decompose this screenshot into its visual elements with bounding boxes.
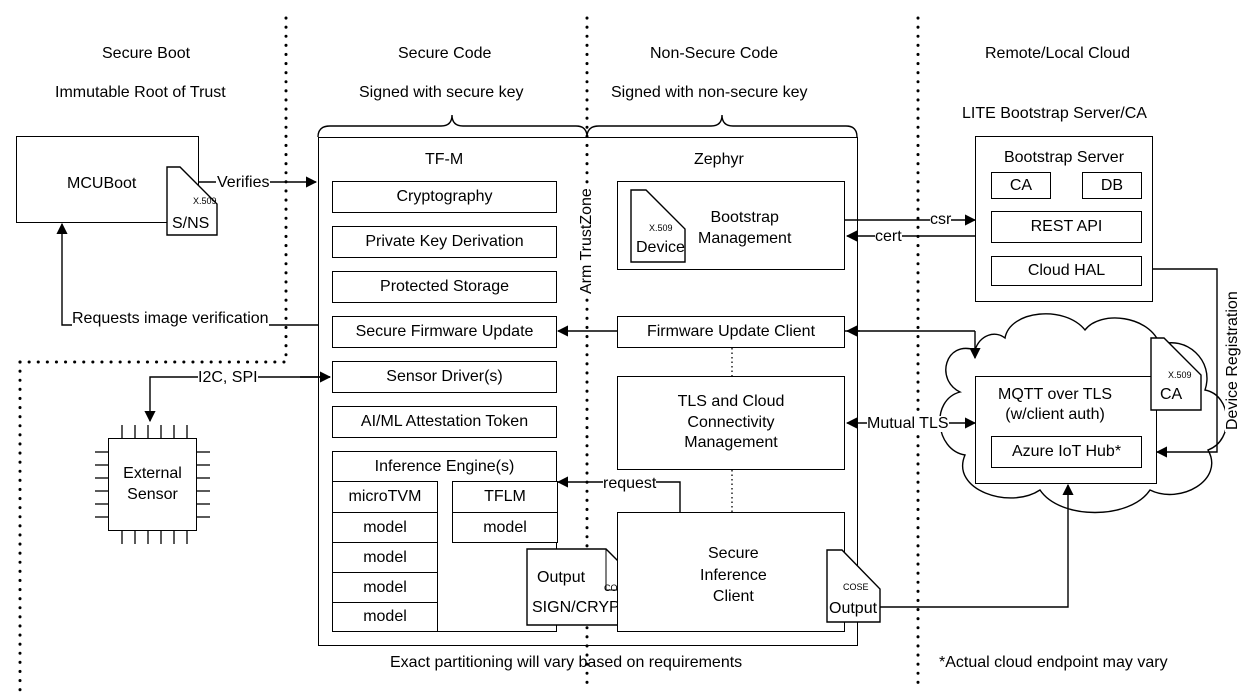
i2c-spi-label: I2C, SPI bbox=[198, 369, 258, 386]
requests-image-label: Requests image verification bbox=[72, 310, 269, 327]
mcuboot-cert-badge: X.509 bbox=[193, 196, 217, 206]
service-sensor-driver: Sensor Driver(s) bbox=[332, 361, 557, 393]
header-signed-nonsecure: Signed with non-secure key bbox=[611, 84, 808, 101]
db-box: DB bbox=[1082, 172, 1142, 199]
device-cert-icon bbox=[630, 189, 686, 263]
tflm-box: TFLM bbox=[452, 481, 558, 513]
trustzone-label: Arm TrustZone bbox=[578, 186, 595, 296]
header-immutable-rot: Immutable Root of Trust bbox=[55, 84, 226, 101]
ca-cert-icon bbox=[1150, 337, 1202, 411]
mcuboot-cert-label: S/NS bbox=[172, 215, 210, 232]
model-box-2: model bbox=[332, 542, 438, 573]
tfm-title: TF-M bbox=[425, 151, 464, 168]
service-protected-storage: Protected Storage bbox=[332, 271, 557, 303]
secure-inference-box: Secure Inference Client bbox=[617, 512, 845, 632]
inference-engine-title: Inference Engine(s) bbox=[374, 458, 515, 475]
ca-cert-badge: X.509 bbox=[1168, 370, 1192, 380]
header-secure-code: Secure Code bbox=[398, 45, 492, 62]
cloud-hal-box: Cloud HAL bbox=[991, 256, 1142, 286]
device-cert-badge: X.509 bbox=[649, 223, 673, 233]
mqtt-label: MQTT over TLS (w/client auth) bbox=[998, 386, 1113, 423]
microtvm-box: microTVM bbox=[332, 481, 438, 513]
model-box-1: model bbox=[332, 512, 438, 543]
secure-inference-label: Secure Inference Client bbox=[700, 545, 767, 606]
csr-label: csr bbox=[930, 211, 952, 228]
device-registration-label: Device Registration bbox=[1224, 289, 1241, 432]
header-secure-boot: Secure Boot bbox=[102, 45, 191, 62]
mutual-tls-label: Mutual TLS bbox=[867, 415, 949, 432]
output-sign-badge: COSE bbox=[604, 584, 630, 593]
device-container bbox=[318, 137, 858, 646]
output-sign-title: Output bbox=[537, 569, 586, 586]
header-cloud: Remote/Local Cloud bbox=[985, 45, 1130, 62]
ca-cert-label: CA bbox=[1160, 386, 1183, 403]
device-cert-label: Device bbox=[636, 239, 685, 256]
tls-mgmt-box: TLS and Cloud Connectivity Management bbox=[617, 376, 845, 470]
header-nonsecure-code: Non-Secure Code bbox=[650, 45, 779, 62]
header-signed-secure: Signed with secure key bbox=[359, 84, 524, 101]
cert-label: cert bbox=[875, 228, 902, 245]
ca-box: CA bbox=[991, 172, 1051, 199]
model-box-3: model bbox=[332, 572, 438, 603]
bootstrap-management-label: Bootstrap Management bbox=[698, 209, 792, 247]
partitioning-note: Exact partitioning will vary based on re… bbox=[390, 654, 743, 671]
mcuboot-label: MCUBoot bbox=[67, 175, 137, 192]
cloud-endpoint-note: *Actual cloud endpoint may vary bbox=[939, 654, 1168, 671]
output-sign-label: SIGN/CRYPT bbox=[532, 599, 630, 616]
model-box-4: model bbox=[332, 602, 438, 632]
rest-api-box[interactable]: REST API bbox=[991, 211, 1142, 243]
service-private-key: Private Key Derivation bbox=[332, 226, 557, 258]
zephyr-title: Zephyr bbox=[694, 151, 744, 168]
bootstrap-server-title: Bootstrap Server bbox=[1003, 149, 1125, 166]
external-sensor-chip: External Sensor bbox=[108, 438, 197, 531]
service-cryptography: Cryptography bbox=[332, 181, 557, 213]
cose-output-label: Output bbox=[829, 600, 878, 617]
verifies-label: Verifies bbox=[216, 174, 271, 191]
cose-output-badge: COSE bbox=[843, 582, 869, 592]
header-lite-bootstrap: LITE Bootstrap Server/CA bbox=[962, 105, 1147, 122]
cose-output-icon bbox=[826, 549, 881, 623]
service-attestation-token: AI/ML Attestation Token bbox=[332, 406, 557, 438]
azure-iot-hub-box[interactable]: Azure IoT Hub* bbox=[991, 436, 1142, 468]
tflm-model-box: model bbox=[452, 512, 558, 543]
x509-cert-icon bbox=[166, 166, 218, 236]
fw-update-client-box[interactable]: Firmware Update Client bbox=[617, 316, 845, 348]
service-secure-fw-update: Secure Firmware Update bbox=[332, 316, 557, 348]
request-label: request bbox=[603, 475, 657, 492]
